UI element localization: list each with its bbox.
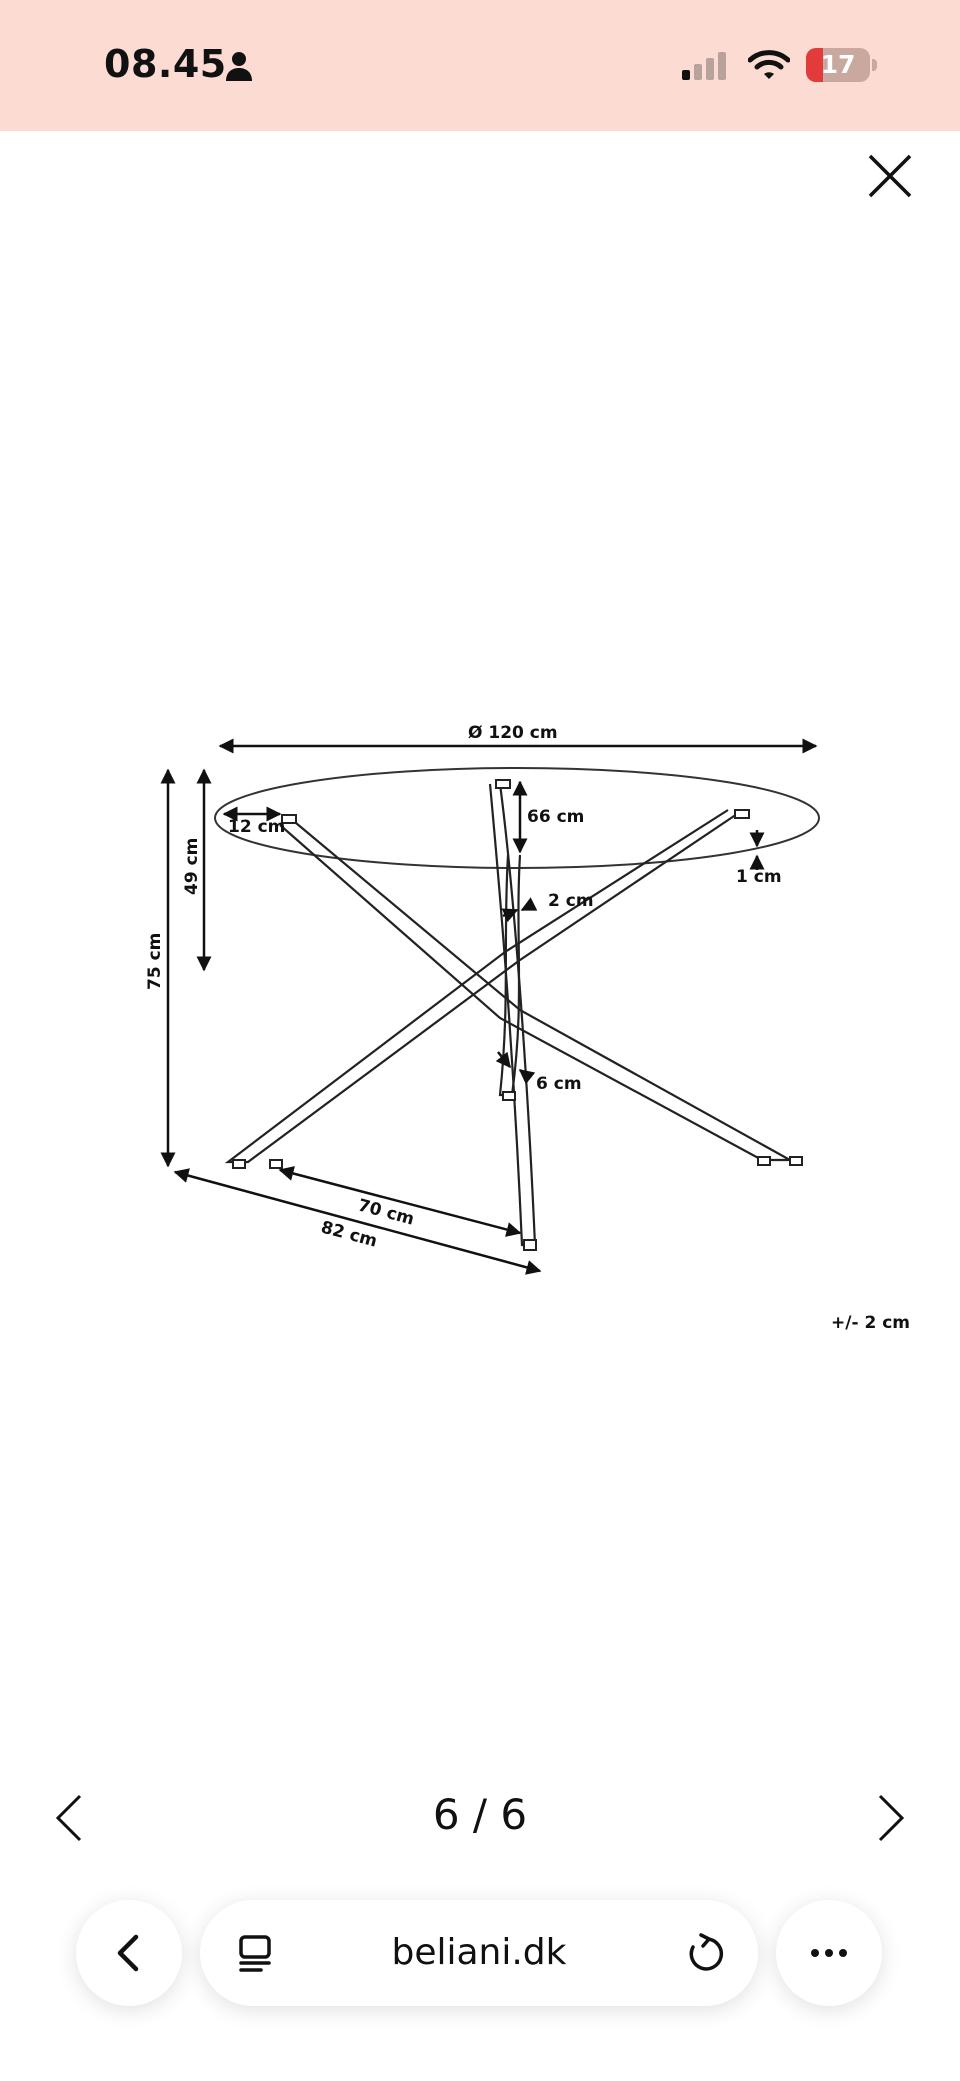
more-icon [811,1949,847,1957]
leg-base-label: 6 cm [536,1074,582,1094]
chevron-left-icon[interactable] [40,1788,100,1848]
url-text[interactable]: beliani.dk [391,1932,567,1973]
more-button[interactable] [776,1900,882,2006]
address-bar[interactable]: beliani.dk [200,1900,758,2006]
clearance-label: 49 cm [182,838,202,895]
status-bar: 08.45 17 [0,0,960,131]
browser-toolbar: beliani.dk [0,1880,960,2020]
battery-level: 17 [820,50,856,79]
close-icon[interactable] [862,148,918,204]
leg-width-label: 2 cm [548,891,594,911]
back-button[interactable] [76,1900,182,2006]
signal-icon [682,52,726,80]
overhang-label: 12 cm [228,817,285,837]
home-indicator [340,2058,620,2068]
tabletop [214,767,820,869]
total-height-label: 75 cm [145,933,165,990]
glass-thickness-label: 1 cm [736,867,782,887]
back-icon [117,1934,139,1972]
product-dimension-image: Ø 120 cm 75 cm 49 cm 66 cm 12 cm 1 cm 2 … [145,723,820,1275]
reload-icon[interactable] [684,1933,724,1973]
reader-icon[interactable] [236,1933,276,1973]
image-counter: 6 / 6 [432,1790,528,1839]
tolerance-label: +/- 2 cm [831,1313,910,1333]
inner-leg-height-label: 66 cm [527,807,584,827]
diameter-label: Ø 120 cm [468,723,558,743]
person-icon [226,52,252,81]
leg-span-outer-label: 82 cm [319,1218,380,1252]
status-time: 08.45 [104,42,227,86]
wifi-icon [748,50,790,79]
chevron-right-icon[interactable] [860,1788,920,1848]
battery-indicator: 17 [806,48,877,82]
